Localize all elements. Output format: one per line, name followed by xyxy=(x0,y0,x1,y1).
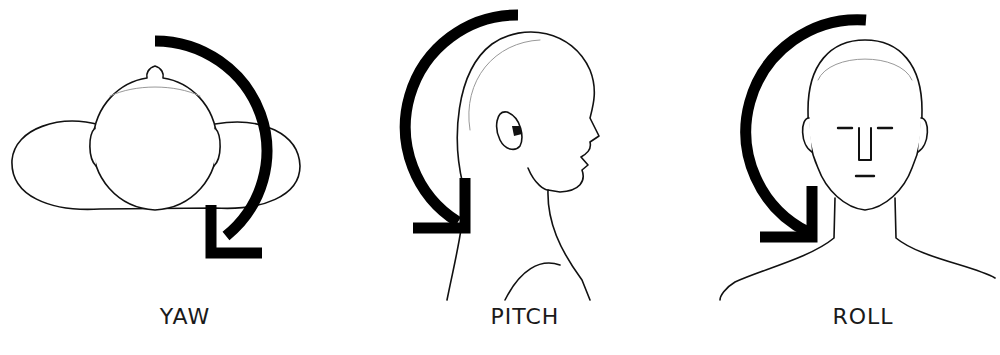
ear xyxy=(214,128,220,166)
mouth xyxy=(856,175,874,177)
hairline xyxy=(110,87,200,96)
arrow-head xyxy=(211,205,262,253)
eye xyxy=(838,127,852,129)
head-front xyxy=(808,40,922,210)
ear-detail xyxy=(512,126,522,136)
ear xyxy=(803,118,812,152)
jawline xyxy=(528,168,548,190)
shoulder xyxy=(505,263,560,300)
neck-shoulders xyxy=(895,198,995,278)
head-top-view xyxy=(93,66,217,210)
axis-label: ROLL xyxy=(832,304,893,329)
arrow-head xyxy=(413,178,465,228)
axis-label: PITCH xyxy=(491,304,560,329)
eye xyxy=(878,127,892,129)
ear xyxy=(497,112,522,150)
hairline xyxy=(469,40,540,130)
arrow-head xyxy=(760,186,812,237)
axis-label: YAW xyxy=(160,304,210,329)
hairline xyxy=(818,59,912,80)
ear xyxy=(90,128,96,166)
rotation-arrow xyxy=(746,20,866,232)
nose xyxy=(859,128,871,160)
ear xyxy=(918,118,927,152)
head-profile xyxy=(447,32,599,300)
